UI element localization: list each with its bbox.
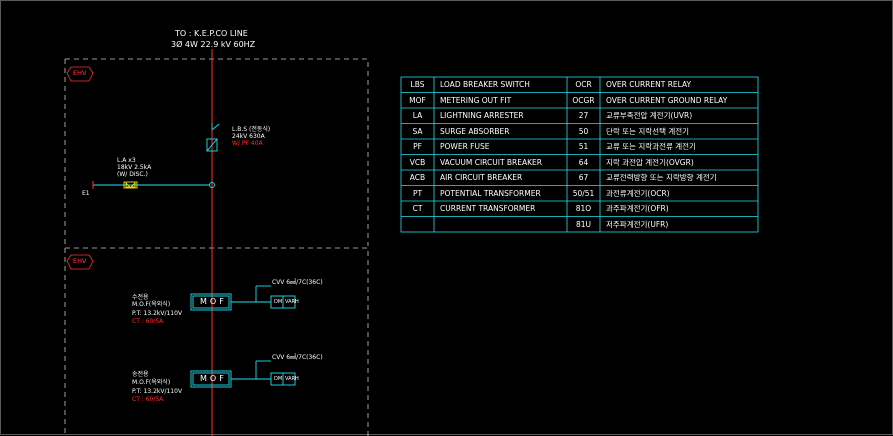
legend-cell-desc: OVER CURRENT RELAY [606, 80, 692, 89]
legend-cell-code: 81O [575, 204, 592, 213]
mof-2-meter-varh: VARH [285, 376, 299, 382]
legend-cell-name: POTENTIAL TRANSFORMER [440, 188, 541, 198]
legend-cell-code: OCR [575, 80, 592, 89]
mof-2-kr-title: 송전용 [132, 371, 149, 378]
legend-cell-desc: 교류부족전압 계전기(UVR) [606, 111, 693, 120]
legend-cell-name: METERING OUT FIT [440, 95, 512, 105]
ehv-label-2: EHV [73, 257, 87, 265]
mof-2-ct: CT : 60/5A [132, 396, 164, 403]
legend-cell-code: 51 [578, 142, 589, 151]
header-line-1: TO : K.E.P.CO LINE [175, 29, 248, 38]
legend-cell-abbr: SA [412, 126, 423, 136]
mof-2-symbol [190, 360, 296, 388]
header-line-2: 3Ø 4W 22.9 kV 60HZ [171, 40, 256, 49]
legend-cell-code: 50/51 [572, 188, 595, 198]
legend-cell-code: 67 [578, 173, 589, 182]
mof-1-kr-title: 수전용 [132, 294, 149, 301]
lbs-rating: 24kV 630A [232, 133, 265, 140]
legend-cell-name: CURRENT TRANSFORMER [440, 204, 536, 213]
ground-label: E1 [82, 190, 90, 197]
mof-1-meter-varh: VARH [285, 299, 299, 305]
legend-cell-desc: 지락 과전압 계전기(OVGR) [606, 157, 694, 167]
legend-table-grid [400, 76, 759, 233]
mof-1-meter-dm: DM [274, 299, 283, 305]
legend-cell-code: OCGR [572, 95, 595, 105]
legend-cell-code: 81U [575, 219, 592, 229]
la-disc: (W/ DISC.) [117, 171, 148, 178]
legend-cell-name: LIGHTNING ARRESTER [440, 111, 524, 120]
legend-cell-code: 64 [578, 157, 589, 167]
legend-cell-name: LOAD BREAKER SWITCH [440, 80, 530, 89]
legend-cell-code: 50 [578, 126, 589, 136]
lbs-title: L.B.S (전동식) [232, 126, 271, 133]
mof-2-name: M.O.F(옥외식) [132, 379, 171, 386]
ehv-tag-2 [66, 254, 94, 270]
mof-1-name: M.O.F(옥외식) [132, 301, 171, 308]
mof-1-label: MOF [200, 297, 227, 306]
ehv-panel-frame-1 [64, 58, 369, 246]
legend-cell-abbr: MOF [409, 95, 426, 105]
legend-cell-name: VACUUM CIRCUIT BREAKER [440, 157, 543, 167]
legend-cell-abbr: LBS [410, 80, 425, 89]
legend-cell-abbr: LA [412, 111, 423, 120]
legend-cell-desc: OVER CURRENT GROUND RELAY [606, 95, 728, 105]
legend-cell-abbr: PF [413, 142, 422, 151]
mof-2-pt: P.T: 13.2kV/110V [132, 388, 183, 395]
legend-cell-abbr: PT [412, 188, 423, 198]
legend-cell-desc: 교류전력방향 또는 지락방향 계전기 [606, 173, 717, 182]
legend-cell-abbr: ACB [409, 173, 426, 182]
legend-cell-name: AIR CIRCUIT BREAKER [440, 173, 523, 182]
legend-cell-name: POWER FUSE [440, 142, 490, 151]
lbs-symbol [206, 123, 220, 188]
mof-2-cable: CVV 6㎟/7C(36C) [272, 354, 323, 361]
mof-1-ct: CT : 60/5A [132, 318, 164, 325]
ehv-label-1: EHV [73, 69, 87, 77]
mof-2-meter-dm: DM [274, 376, 283, 382]
legend-cell-abbr: CT [412, 204, 423, 213]
legend-cell-code: 27 [578, 111, 589, 120]
legend-cell-name: SURGE ABSORBER [440, 126, 510, 136]
ehv-tag-1 [66, 66, 94, 82]
la-title: L.A x3 [117, 157, 136, 164]
legend-cell-abbr: VCB [409, 157, 426, 167]
mof-1-symbol [190, 285, 296, 311]
legend-cell-desc: 저주파계전기(UFR) [606, 219, 669, 229]
la-rating: 18kV 2.5kA [117, 164, 152, 171]
mof-1-cable: CVV 6㎟/7C(36C) [272, 279, 323, 286]
legend-cell-desc: 교류 또는 지락과전류 계전기 [606, 142, 696, 151]
lbs-fuse: W/ PF 40A [232, 140, 263, 147]
ehv-panel-frame-2 [64, 247, 369, 436]
la-branch [93, 181, 209, 189]
mof-2-label: MOF [200, 374, 227, 383]
legend-cell-desc: 단락 또는 지락선택 계전기 [606, 126, 690, 136]
mof-1-pt: P.T: 13.2kV/110V [132, 310, 183, 317]
legend-cell-desc: 과전류계전기(OCR) [606, 188, 670, 198]
legend-cell-desc: 과주파계전기(OFR) [606, 204, 669, 213]
